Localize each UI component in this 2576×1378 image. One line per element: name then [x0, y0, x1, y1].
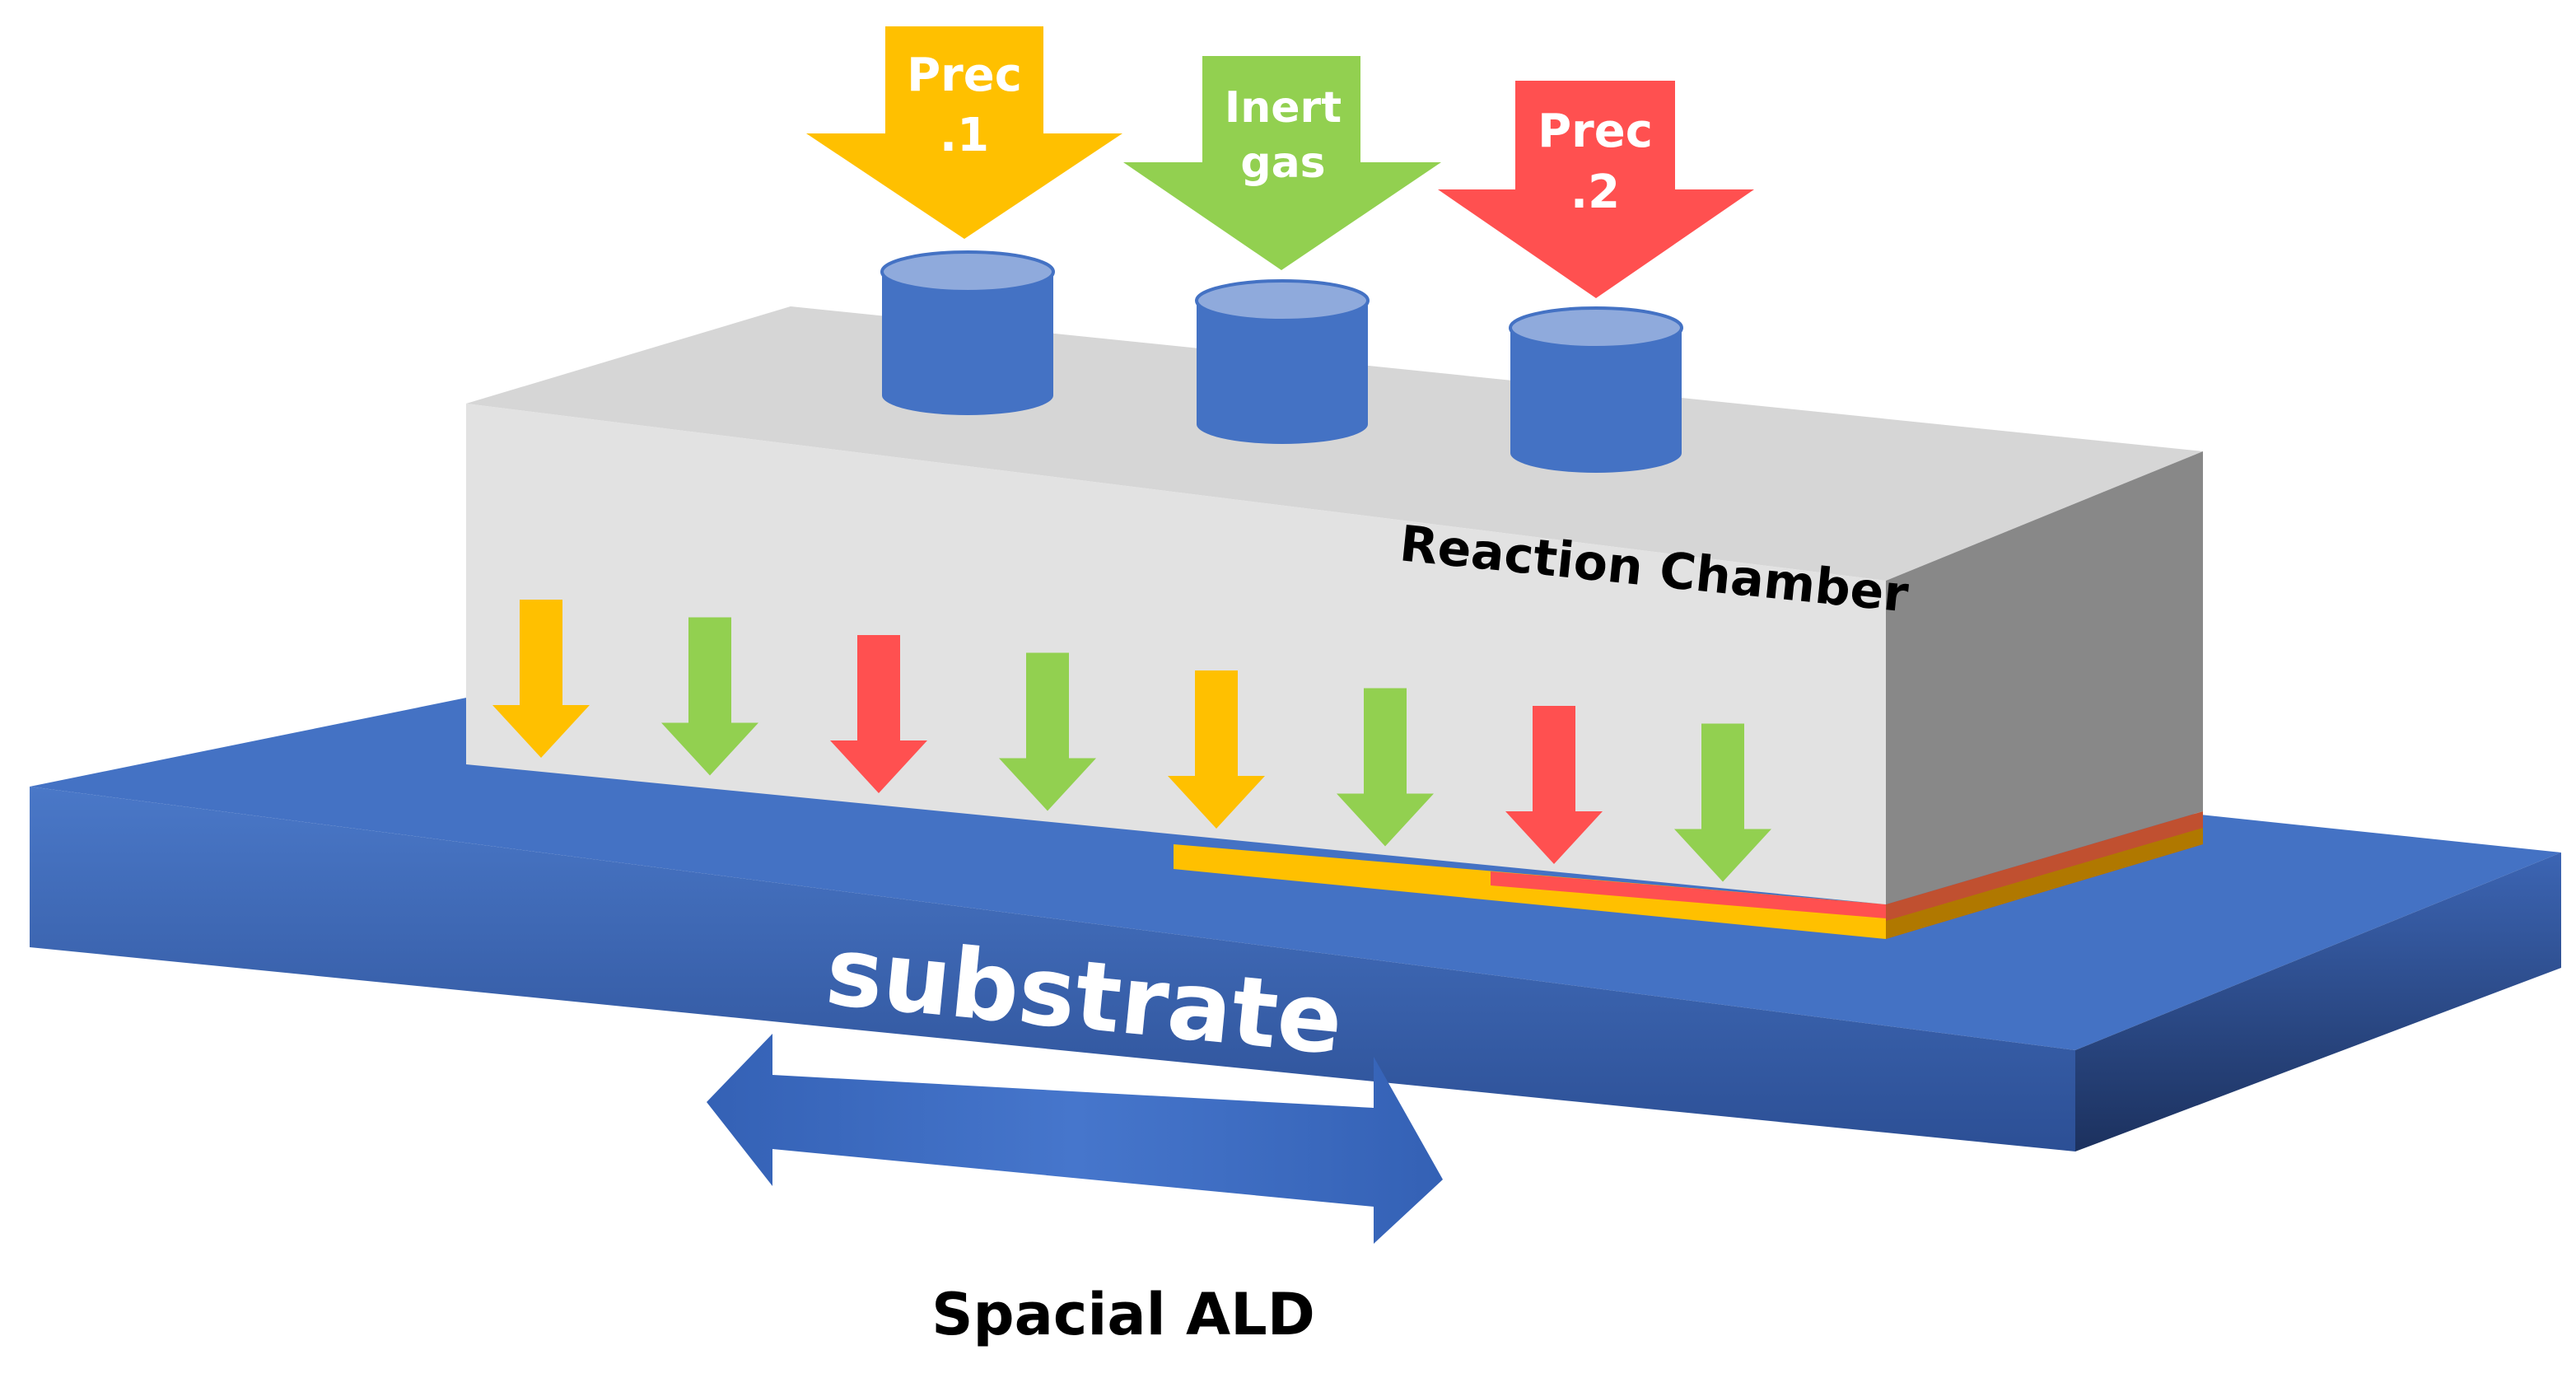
- flow-arrow-1: [492, 600, 590, 758]
- inlet-cylinder-3: [1509, 306, 1683, 473]
- chamber-side-face: [1886, 451, 2203, 904]
- prec1-label-line1: Prec: [907, 49, 1022, 102]
- inlet-arrows: Prec .1 Inert gas Prec .2: [806, 26, 1754, 298]
- flow-arrow-3: [830, 635, 927, 793]
- deposited-layers: [1174, 811, 2203, 939]
- substrate-front-face: [30, 787, 2075, 1151]
- flow-arrow-8: [1674, 723, 1771, 882]
- inlet-arrow-inert-gas: Inert gas: [1123, 56, 1441, 270]
- flow-arrows: [492, 600, 1771, 882]
- prec1-arrow-shape: [806, 26, 1122, 239]
- inert-gas-label-line2: gas: [1240, 138, 1325, 188]
- inlet-arrow-prec1: Prec .1: [806, 26, 1122, 239]
- inert-gas-label-line1: Inert: [1225, 83, 1342, 133]
- flow-arrow-4: [999, 652, 1096, 811]
- inlet-arrow-prec2: Prec .2: [1438, 81, 1754, 298]
- flow-arrow-5: [1168, 670, 1265, 829]
- inlet-cylinder-2: [1195, 279, 1370, 444]
- prec1-label-line2: .1: [940, 109, 989, 162]
- chamber-front-face: [466, 404, 1886, 904]
- inlet-cylinders: [880, 250, 1683, 473]
- reaction-chamber: Reaction Chamber: [466, 306, 2203, 904]
- inlet-cylinder-1: [880, 250, 1055, 415]
- deposited-yellow-layer: [1174, 844, 1886, 939]
- substrate-side-face: [2075, 852, 2561, 1151]
- deposited-side-layer-lower: [1886, 828, 2203, 939]
- prec2-arrow-shape: [1438, 81, 1754, 298]
- motion-double-arrow: [707, 1034, 1443, 1244]
- caption: Spacial ALD: [931, 1281, 1315, 1348]
- flow-arrow-6: [1337, 688, 1434, 847]
- deposited-red-layer: [1491, 871, 1886, 918]
- flow-arrow-2: [661, 617, 758, 776]
- prec2-label-line2: .2: [1570, 166, 1620, 219]
- inert-gas-arrow-shape: [1123, 56, 1441, 270]
- flow-arrow-7: [1505, 706, 1603, 864]
- prec2-label-line1: Prec: [1538, 105, 1653, 158]
